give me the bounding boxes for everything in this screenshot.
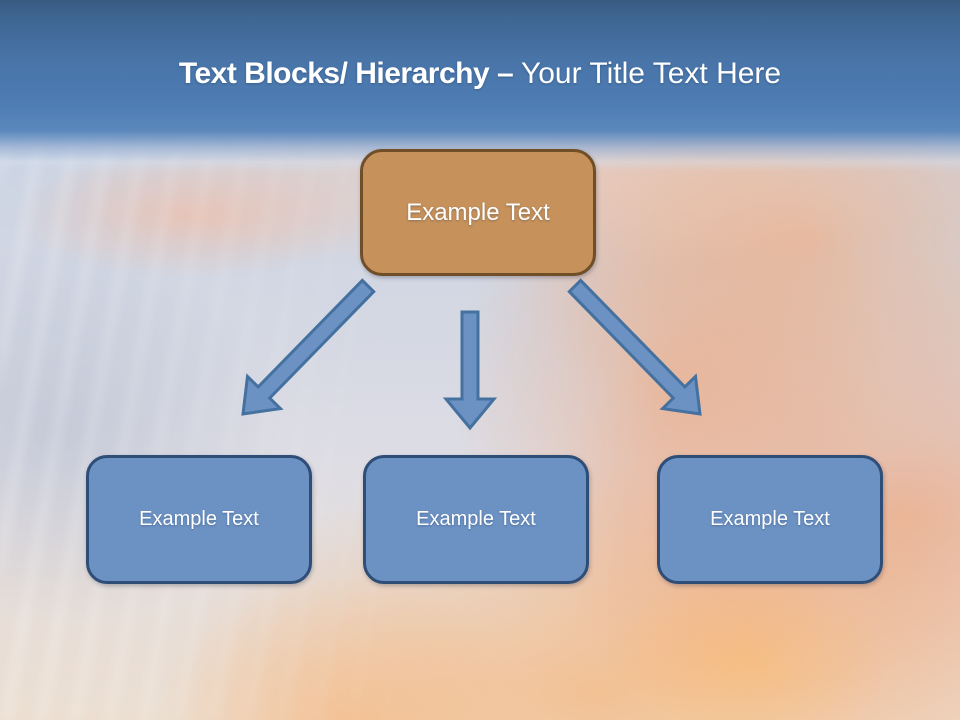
slide-title-regular: Your Title Text Here [513,57,782,90]
arrow-down-left-icon[interactable] [241,278,376,416]
root-text-block[interactable]: Example Text [360,149,596,276]
child-text-block-2-label: Example Text [416,508,536,530]
child-text-block-3-label: Example Text [710,508,830,530]
child-text-block-2[interactable]: Example Text [363,455,589,584]
root-text-block-label: Example Text [406,198,550,226]
child-text-block-1-label: Example Text [139,508,259,530]
child-text-block-1[interactable]: Example Text [86,455,312,584]
arrow-down-icon[interactable] [442,310,498,431]
title-banner [0,0,960,172]
child-text-block-3[interactable]: Example Text [657,455,883,584]
slide-title-bold: Text Blocks/ Hierarchy – [178,57,514,90]
arrow-down-right-icon[interactable] [567,278,702,416]
slide-title[interactable]: Text Blocks/ Hierarchy – Your Title Text… [0,54,960,94]
